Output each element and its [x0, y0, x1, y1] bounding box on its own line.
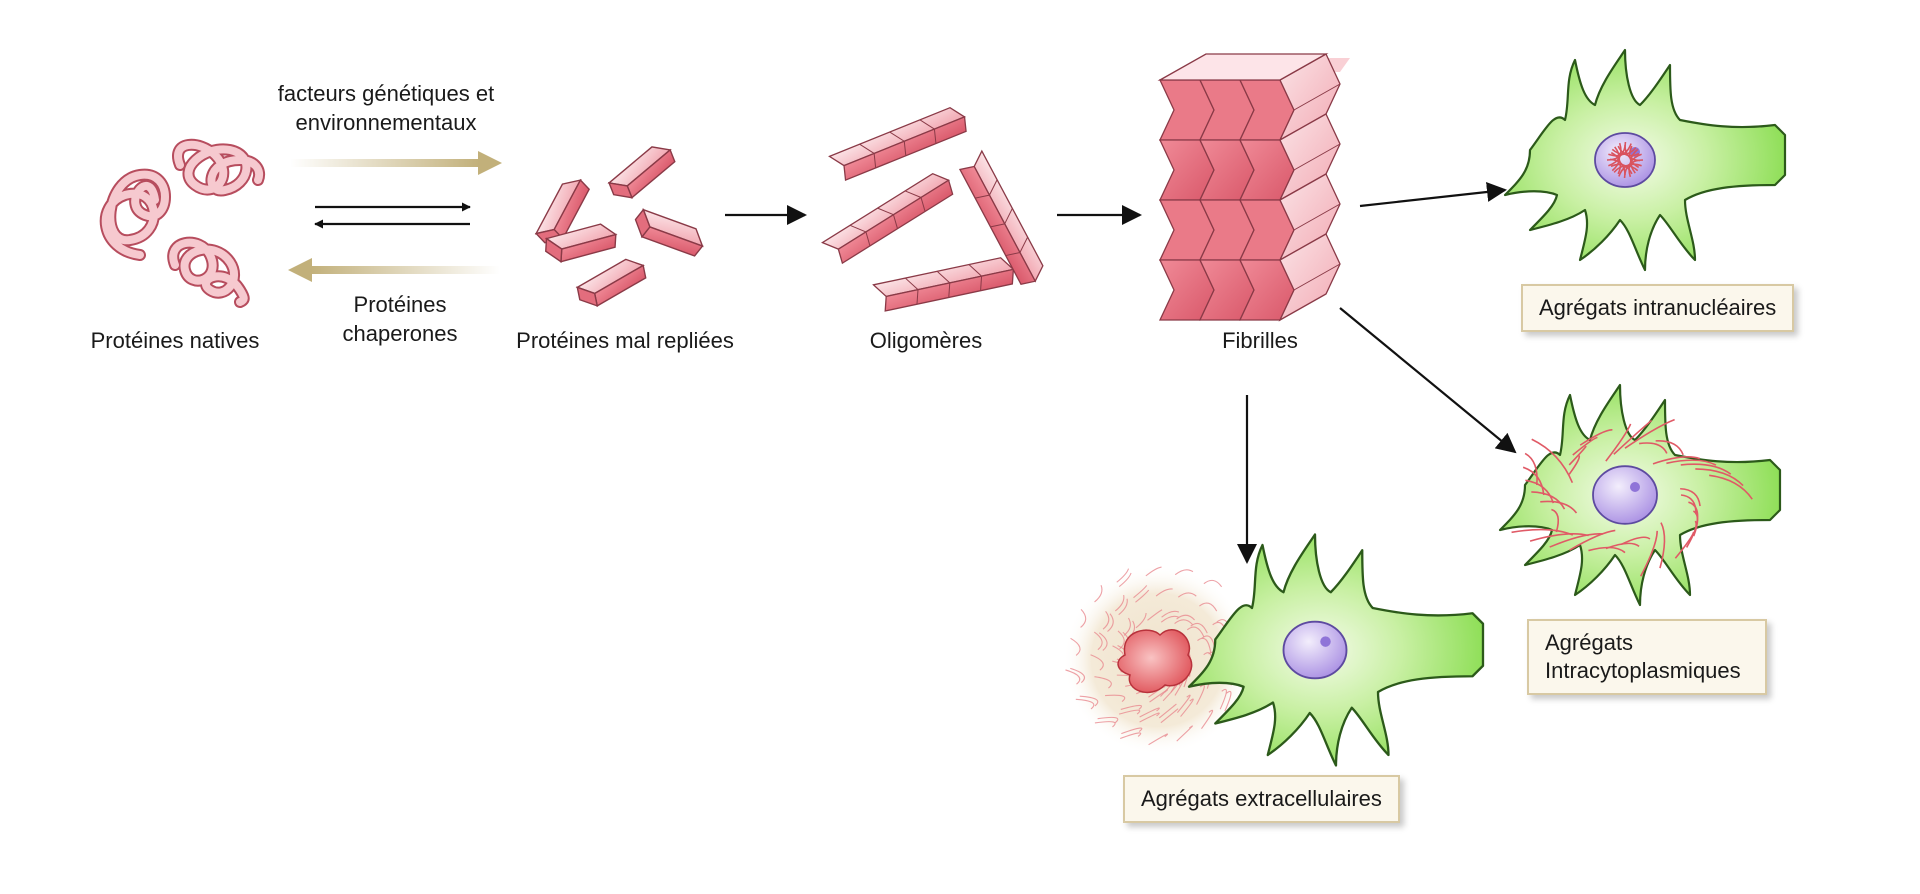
- outcome-label-intranuclear: Agrégats intranucléaires: [1539, 295, 1777, 320]
- forward-arrow-label: facteurs génétiques et environnementaux: [236, 79, 536, 137]
- oligomer-3: [872, 257, 1015, 312]
- neuron-intracytoplasmic: [1498, 383, 1782, 607]
- arrow-fibrils-to-intracytoplasmic: [1339, 307, 1517, 454]
- protein-coil-bottom: [167, 236, 250, 308]
- outcome-label-intracytoplasmic-line1: Agrégats: [1545, 630, 1634, 655]
- stage-label-fibrils: Fibrilles: [1222, 328, 1298, 353]
- oligomers-illustration: [821, 106, 1044, 312]
- stage-label-native: Protéines natives: [90, 328, 260, 353]
- misfolded-proteins-illustration: [534, 146, 704, 307]
- oligomer-4: [958, 149, 1044, 285]
- stage-label-misfolded: Protéines mal repliées: [516, 328, 734, 353]
- backward-arrow-label: Protéines chaperones: [300, 290, 500, 348]
- oligomer-2: [821, 172, 954, 265]
- neuron-extracellular: [1187, 533, 1485, 767]
- stage-label-oligomers: Oligomères: [869, 328, 983, 353]
- native-proteins-illustration: [99, 138, 265, 308]
- misfolded-protein-4: [634, 208, 704, 257]
- protein-coil-top: [172, 138, 265, 197]
- protein-coil-left: [99, 168, 171, 261]
- backward-arrow-label-line1: Protéines: [353, 292, 447, 317]
- forward-arrow-label-line1: facteurs génétiques et: [277, 81, 495, 106]
- misfolded-protein-5: [575, 258, 647, 307]
- backward-arrow-label-line2: chaperones: [342, 321, 458, 346]
- neuron-intranuclear: [1503, 48, 1787, 272]
- outcome-box-intracytoplasmic: Agrégats Intracytoplasmiques: [1527, 619, 1767, 695]
- outcome-box-intranuclear: Agrégats intranucléaires: [1521, 284, 1795, 332]
- fibrils-illustration: [1157, 53, 1350, 322]
- gold-backward-arrow: [288, 258, 500, 282]
- misfolded-protein-1: [534, 178, 591, 244]
- arrow-fibrils-to-intranuclear: [1359, 182, 1507, 208]
- outcome-box-extracellular: Agrégats extracellulaires: [1123, 775, 1400, 823]
- misfolded-protein-3: [544, 223, 618, 263]
- extracellular-plaque: [1063, 565, 1253, 755]
- oligomer-1: [828, 106, 967, 182]
- forward-arrow-label-line2: environnementaux: [295, 110, 477, 135]
- outcome-label-intracytoplasmic-line2: Intracytoplasmiques: [1545, 658, 1741, 683]
- misfolded-protein-2: [607, 146, 676, 199]
- gold-forward-arrow: [290, 151, 502, 175]
- outcome-label-extracellular: Agrégats extracellulaires: [1141, 786, 1382, 811]
